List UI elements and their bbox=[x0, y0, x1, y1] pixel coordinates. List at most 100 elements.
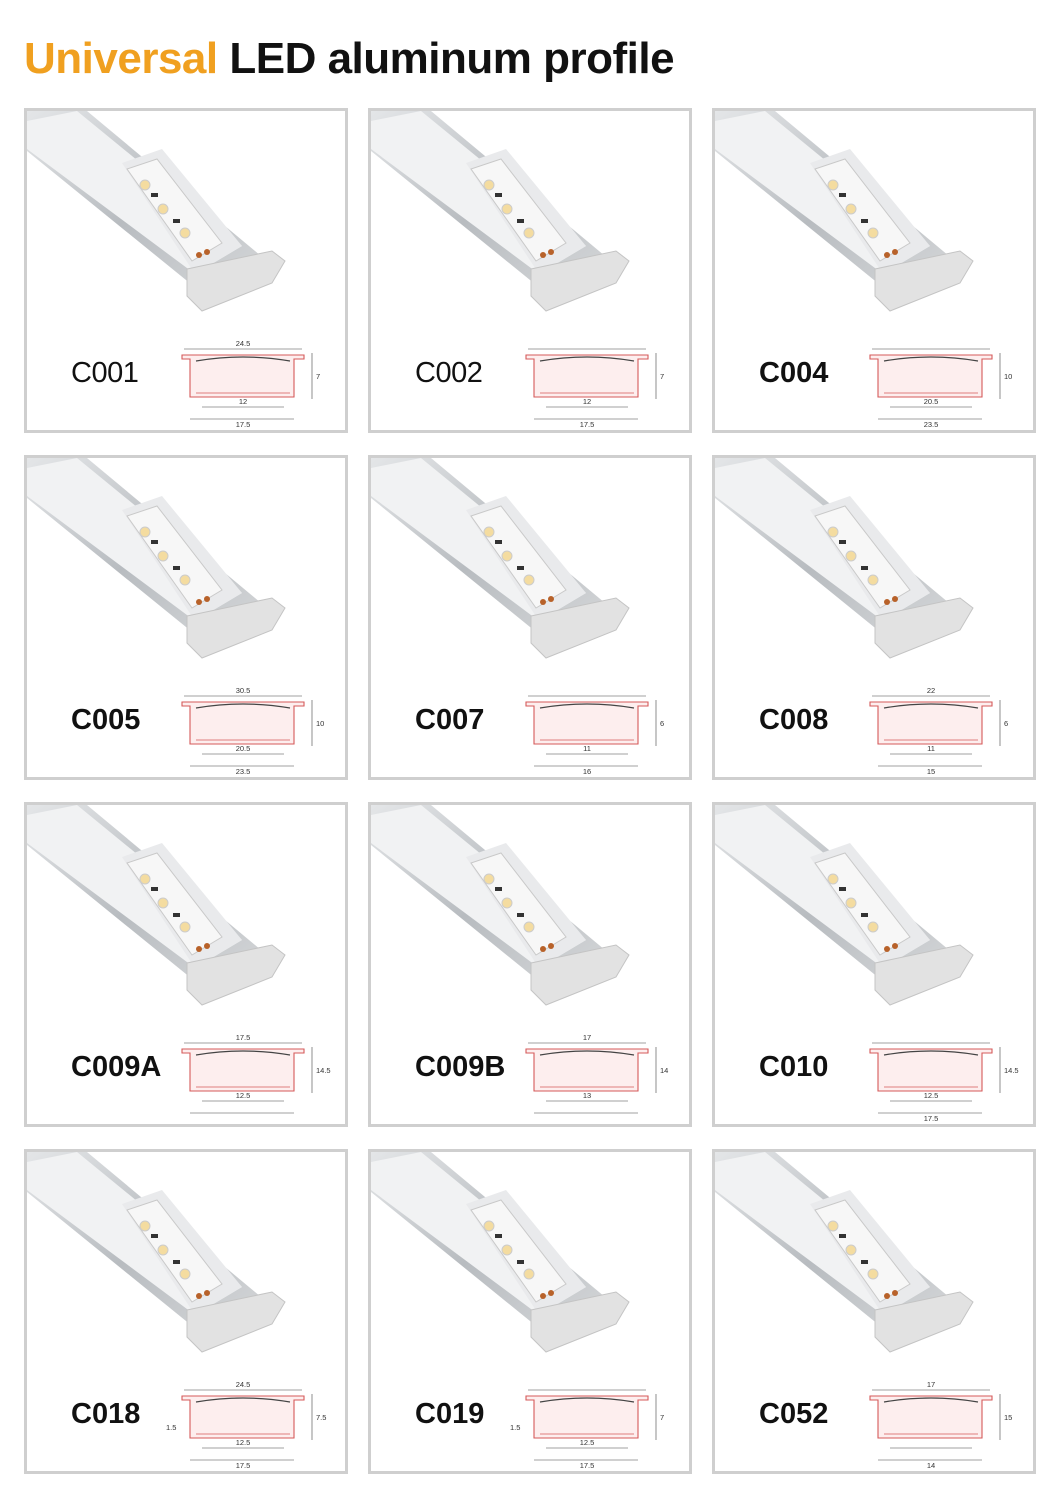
cross-section-drawing: 6 11 16 bbox=[525, 695, 664, 776]
model-label: C052 bbox=[759, 1398, 829, 1430]
product-card: C007 6 11 16 bbox=[368, 455, 692, 780]
dim-side: 7 bbox=[660, 372, 664, 381]
dim-mid: 12.5 bbox=[236, 1438, 251, 1447]
lens-outline bbox=[539, 1050, 635, 1056]
end-cap bbox=[530, 944, 630, 1006]
profile-outline bbox=[525, 354, 649, 398]
dim-top: 17 bbox=[927, 1380, 935, 1389]
model-label: C008 bbox=[759, 704, 829, 736]
product-photo bbox=[715, 111, 974, 312]
end-cap bbox=[530, 597, 630, 659]
cross-section-drawing: 17 15 14 bbox=[869, 1380, 1012, 1470]
product-card: C019 7 12.5 17.5 1.5 bbox=[368, 1149, 692, 1474]
profile-outline bbox=[869, 701, 993, 745]
model-label: C010 bbox=[759, 1051, 829, 1083]
dim-side: 6 bbox=[660, 719, 664, 728]
end-cap bbox=[186, 944, 286, 1006]
model-label: C007 bbox=[415, 704, 485, 736]
end-cap bbox=[874, 250, 974, 312]
dim-top: 30.5 bbox=[236, 686, 251, 695]
profile-outline bbox=[181, 354, 305, 398]
model-label: C002 bbox=[415, 357, 483, 389]
dim-bottom: 16 bbox=[583, 767, 591, 776]
cross-section-drawing: 24.5 7.5 12.5 17.5 1.5 bbox=[166, 1380, 326, 1470]
profile-outline bbox=[869, 354, 993, 398]
product-card: C001 24.5 7 12 17.5 bbox=[24, 108, 348, 433]
dim-mid: 11 bbox=[927, 744, 935, 753]
led-strip bbox=[483, 526, 554, 605]
cross-section-drawing: 24.5 7 12 17.5 bbox=[181, 339, 320, 429]
product-card: C009A 17.5 14.5 12.5 bbox=[24, 802, 348, 1127]
product-card: C005 30.5 10 20.5 23.5 bbox=[24, 455, 348, 780]
led-strip bbox=[483, 179, 554, 258]
led-strip bbox=[139, 873, 210, 952]
lens-outline bbox=[883, 1050, 979, 1056]
model-label: C009A bbox=[71, 1051, 162, 1083]
end-cap bbox=[530, 1291, 630, 1353]
led-strip bbox=[139, 1220, 210, 1299]
product-photo bbox=[371, 458, 630, 659]
lens-outline bbox=[195, 356, 291, 362]
cross-section-drawing: 30.5 10 20.5 23.5 bbox=[181, 686, 324, 776]
led-strip bbox=[827, 1220, 898, 1299]
lens-outline bbox=[539, 1397, 635, 1403]
title-accent: Universal bbox=[24, 34, 218, 83]
product-photo bbox=[715, 805, 974, 1006]
profile-outline bbox=[181, 1395, 305, 1439]
dim-left: 1.5 bbox=[510, 1423, 520, 1432]
dim-mid: 12.5 bbox=[924, 1091, 939, 1100]
dim-bottom: 17.5 bbox=[236, 420, 251, 429]
product-card: C004 10 20.5 23.5 bbox=[712, 108, 1036, 433]
dim-side: 15 bbox=[1004, 1413, 1012, 1422]
product-photo bbox=[27, 805, 286, 1006]
end-cap bbox=[186, 597, 286, 659]
dim-side: 7.5 bbox=[316, 1413, 326, 1422]
end-cap bbox=[874, 597, 974, 659]
profile-outline bbox=[869, 1048, 993, 1092]
dim-top: 17 bbox=[583, 1033, 591, 1042]
model-label: C005 bbox=[71, 704, 141, 736]
led-strip bbox=[139, 526, 210, 605]
cross-section-drawing: 17 14 13 bbox=[525, 1033, 668, 1114]
led-strip bbox=[827, 526, 898, 605]
led-strip bbox=[827, 873, 898, 952]
profile-outline bbox=[869, 1395, 993, 1439]
cross-section-drawing: 14.5 12.5 17.5 bbox=[869, 1042, 1019, 1123]
end-cap bbox=[874, 1291, 974, 1353]
product-card: C018 24.5 7.5 12.5 17.5 1.5 bbox=[24, 1149, 348, 1474]
dim-mid: 20.5 bbox=[236, 744, 251, 753]
model-label: C019 bbox=[415, 1398, 485, 1430]
dim-bottom: 23.5 bbox=[236, 767, 251, 776]
product-photo bbox=[27, 111, 286, 312]
dim-mid: 12.5 bbox=[236, 1091, 251, 1100]
model-label: C009B bbox=[415, 1051, 506, 1083]
dim-bottom: 17.5 bbox=[924, 1114, 939, 1123]
end-cap bbox=[186, 250, 286, 312]
dim-top: 24.5 bbox=[236, 339, 251, 348]
end-cap bbox=[874, 944, 974, 1006]
dim-mid: 12 bbox=[583, 397, 591, 406]
product-card: C002 7 12 17.5 bbox=[368, 108, 692, 433]
dim-bottom: 17.5 bbox=[580, 1461, 595, 1470]
profile-outline bbox=[181, 1048, 305, 1092]
lens-outline bbox=[195, 1397, 291, 1403]
led-strip bbox=[139, 179, 210, 258]
product-card: C010 14.5 12.5 17.5 bbox=[712, 802, 1036, 1127]
profile-outline bbox=[525, 1395, 649, 1439]
cross-section-drawing: 7 12.5 17.5 1.5 bbox=[510, 1389, 664, 1470]
product-photo bbox=[27, 1152, 286, 1353]
lens-outline bbox=[883, 356, 979, 362]
model-label: C004 bbox=[759, 357, 829, 389]
end-cap bbox=[530, 250, 630, 312]
lens-outline bbox=[539, 703, 635, 709]
model-label: C001 bbox=[71, 357, 139, 389]
dim-bottom: 14 bbox=[927, 1461, 935, 1470]
product-photo bbox=[371, 1152, 630, 1353]
dim-mid: 11 bbox=[583, 744, 591, 753]
led-strip bbox=[483, 873, 554, 952]
dim-mid: 12 bbox=[239, 397, 247, 406]
model-label: C018 bbox=[71, 1398, 141, 1430]
product-photo bbox=[27, 458, 286, 659]
lens-outline bbox=[195, 1050, 291, 1056]
product-card: C052 17 15 14 bbox=[712, 1149, 1036, 1474]
